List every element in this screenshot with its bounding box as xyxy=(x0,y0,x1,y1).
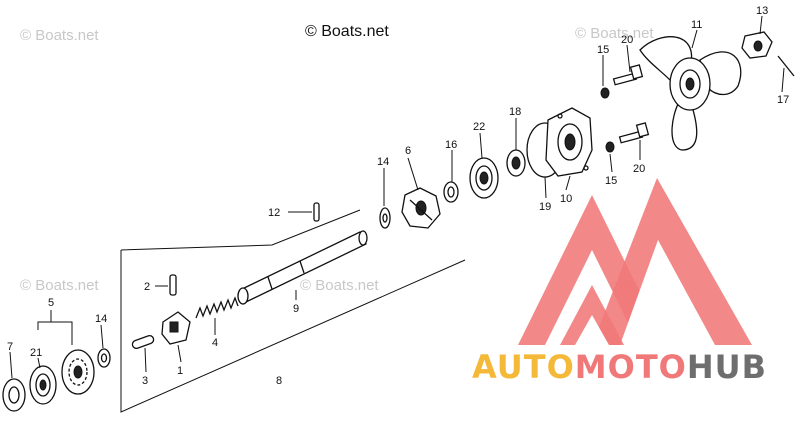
part-4-spring xyxy=(195,296,239,319)
logo-text-moto: MOTO xyxy=(575,348,687,386)
part-15-washer-lower xyxy=(605,141,615,153)
part-6-gear xyxy=(401,187,441,229)
part-12-pin xyxy=(313,202,320,222)
callout-3: 3 xyxy=(142,375,148,387)
part-9-shaft xyxy=(237,230,368,305)
callout-4: 4 xyxy=(212,337,218,349)
watermark-top-left: © Boats.net xyxy=(20,27,99,44)
callout-17: 17 xyxy=(777,94,789,106)
automotohub-logo-text: AUTOMOTOHUB xyxy=(472,348,767,386)
callout-10: 10 xyxy=(560,193,572,205)
logo-text-hub: HUB xyxy=(687,348,767,386)
leader-lines xyxy=(9,15,785,379)
assembly-bracket xyxy=(120,209,466,413)
watermark-mid-left: © Boats.net xyxy=(20,277,99,294)
part-22-bearing xyxy=(469,157,499,199)
callout-15-upper: 15 xyxy=(597,44,609,56)
part-13-nut xyxy=(741,31,773,59)
callout-16: 16 xyxy=(445,139,457,151)
watermark-top-right: © Boats.net xyxy=(575,25,654,42)
watermark-mid-center: © Boats.net xyxy=(300,277,379,294)
callout-14-upper: 14 xyxy=(377,156,389,168)
callout-14-lower: 14 xyxy=(95,313,107,325)
part-16-washer xyxy=(443,181,459,203)
callout-15-lower: 15 xyxy=(605,175,617,187)
svg-text:AUTOMOTOHUB: AUTOMOTOHUB xyxy=(472,348,767,386)
part-7-washer xyxy=(2,378,26,412)
part-20-bolt-lower xyxy=(618,122,650,144)
part-3-pin xyxy=(131,334,155,350)
callout-7: 7 xyxy=(7,341,13,353)
callout-22: 22 xyxy=(473,121,485,133)
callout-18: 18 xyxy=(509,106,521,118)
callout-12: 12 xyxy=(268,207,280,219)
callout-5: 5 xyxy=(48,297,54,309)
automotohub-logo-mark xyxy=(518,178,752,345)
part-20-bolt-upper xyxy=(612,64,644,86)
part-14-washer-upper xyxy=(379,207,391,229)
part-18-seal xyxy=(506,149,526,177)
callout-9: 9 xyxy=(293,303,299,315)
part-11-propeller xyxy=(639,36,742,151)
part-17-cotter-pin xyxy=(777,55,795,77)
callout-6: 6 xyxy=(405,145,411,157)
callout-20-lower: 20 xyxy=(633,163,645,175)
callout-1: 1 xyxy=(177,365,183,377)
part-14-washer-lower xyxy=(97,348,111,368)
part-5-gear xyxy=(61,349,95,395)
callout-13: 13 xyxy=(756,5,768,17)
callout-19: 19 xyxy=(539,201,551,213)
part-21-bearing xyxy=(29,365,57,405)
callout-20-upper: 20 xyxy=(621,34,633,46)
callout-2: 2 xyxy=(144,281,150,293)
callout-11: 11 xyxy=(691,19,702,31)
logo-text-auto: AUTO xyxy=(472,348,575,386)
part-10-housing xyxy=(545,107,593,177)
part-1-clutch xyxy=(161,311,191,345)
copyright-text: © Boats.net xyxy=(305,23,389,40)
callout-21: 21 xyxy=(30,347,42,359)
part-15-washer-upper xyxy=(600,87,610,99)
callout-8: 8 xyxy=(276,375,282,387)
part-2-pin xyxy=(169,274,177,296)
